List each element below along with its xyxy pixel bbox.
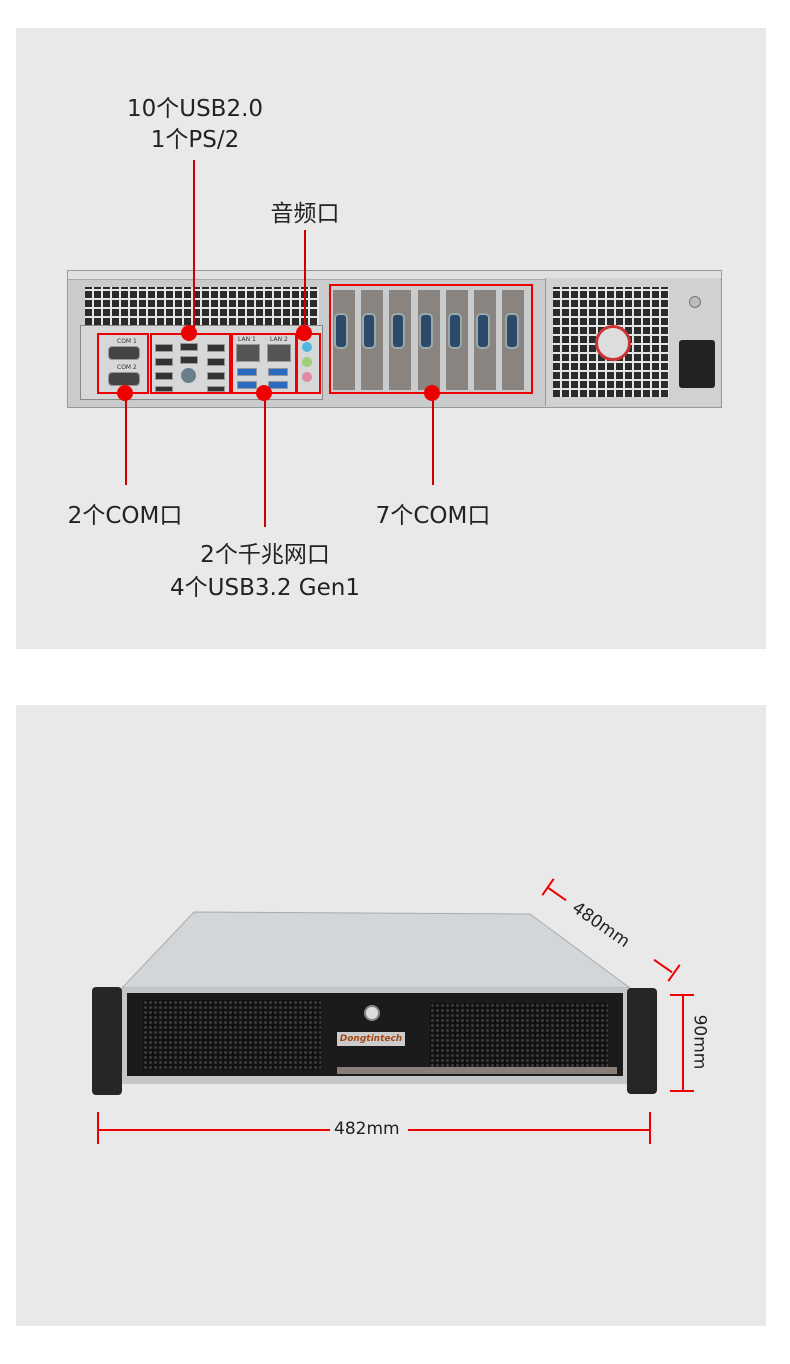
ground-screw <box>689 296 701 308</box>
db9-connector <box>419 313 433 349</box>
dimension-width-label: 482mm <box>334 1119 400 1139</box>
label-lan: 2个千兆网口 <box>200 542 330 568</box>
db9-connector <box>391 313 405 349</box>
brand-logo: Dongtintech <box>337 1032 405 1046</box>
usb2-port <box>207 386 225 392</box>
usb2-port <box>180 343 198 351</box>
power-socket <box>679 340 715 388</box>
leader-audio <box>304 230 306 333</box>
com1-port <box>108 346 140 360</box>
label-com-onboard: 2个COM口 <box>67 503 183 529</box>
db9-connector <box>334 313 348 349</box>
usb2-port <box>207 372 225 380</box>
com2-mark: COM 2 <box>117 364 137 371</box>
status-strip <box>337 1067 617 1074</box>
db9-connector <box>448 313 462 349</box>
usb2-port <box>155 358 173 366</box>
leader-com-expansion <box>432 393 434 485</box>
lan2-port <box>267 344 291 362</box>
lan1-port <box>236 344 260 362</box>
usb2-port <box>207 344 225 352</box>
usb2-port <box>155 386 173 392</box>
label-usb3: 4个USB3.2 Gen1 <box>170 575 360 601</box>
label-usb2: 10个USB2.0 <box>126 96 264 122</box>
db9-connector <box>362 313 376 349</box>
leader-lan <box>264 393 266 527</box>
lan2-mark: LAN 2 <box>270 336 288 343</box>
marker-dot <box>424 385 440 401</box>
front-vent-right <box>430 1003 608 1069</box>
leader-usb2 <box>193 160 195 333</box>
handle-right <box>627 988 657 1094</box>
usb3-port <box>268 368 288 376</box>
dimension-tick <box>670 994 694 996</box>
usb2-port <box>155 372 173 380</box>
front-vent-left <box>143 1000 321 1070</box>
dimension-line-height <box>682 995 684 1091</box>
dimension-line-width <box>408 1129 650 1131</box>
handle-left <box>92 987 122 1095</box>
usb3-port <box>237 368 257 376</box>
usb2-port <box>207 358 225 366</box>
marker-dot <box>256 385 272 401</box>
usb3-port <box>237 381 257 389</box>
audio-jack-pink <box>302 372 312 382</box>
dimension-line-width <box>98 1129 330 1131</box>
dimension-tick <box>97 1112 99 1144</box>
dimension-tick <box>649 1112 651 1144</box>
lan1-mark: LAN 1 <box>238 336 256 343</box>
com1-mark: COM 1 <box>117 338 137 345</box>
label-com-expansion: 7个COM口 <box>375 503 491 529</box>
dimension-height-label: 90mm <box>689 1014 710 1070</box>
usb2-port <box>180 356 198 364</box>
dimension-tick <box>670 1090 694 1092</box>
marker-dot <box>296 325 312 341</box>
db9-connector <box>505 313 519 349</box>
audio-jack-blue <box>302 342 312 352</box>
fan-hub <box>595 325 631 361</box>
vent-grille <box>85 287 319 325</box>
marker-dot <box>181 325 197 341</box>
marker-dot <box>117 385 133 401</box>
audio-jack-green <box>302 357 312 367</box>
lock-icon <box>364 1005 380 1021</box>
usb3-port <box>268 381 288 389</box>
usb2-port <box>155 344 173 352</box>
ps2-port <box>181 368 196 383</box>
leader-com-onboard <box>125 393 127 485</box>
label-ps2: 1个PS/2 <box>150 127 240 153</box>
db9-connector <box>476 313 490 349</box>
label-audio: 音频口 <box>270 201 340 227</box>
